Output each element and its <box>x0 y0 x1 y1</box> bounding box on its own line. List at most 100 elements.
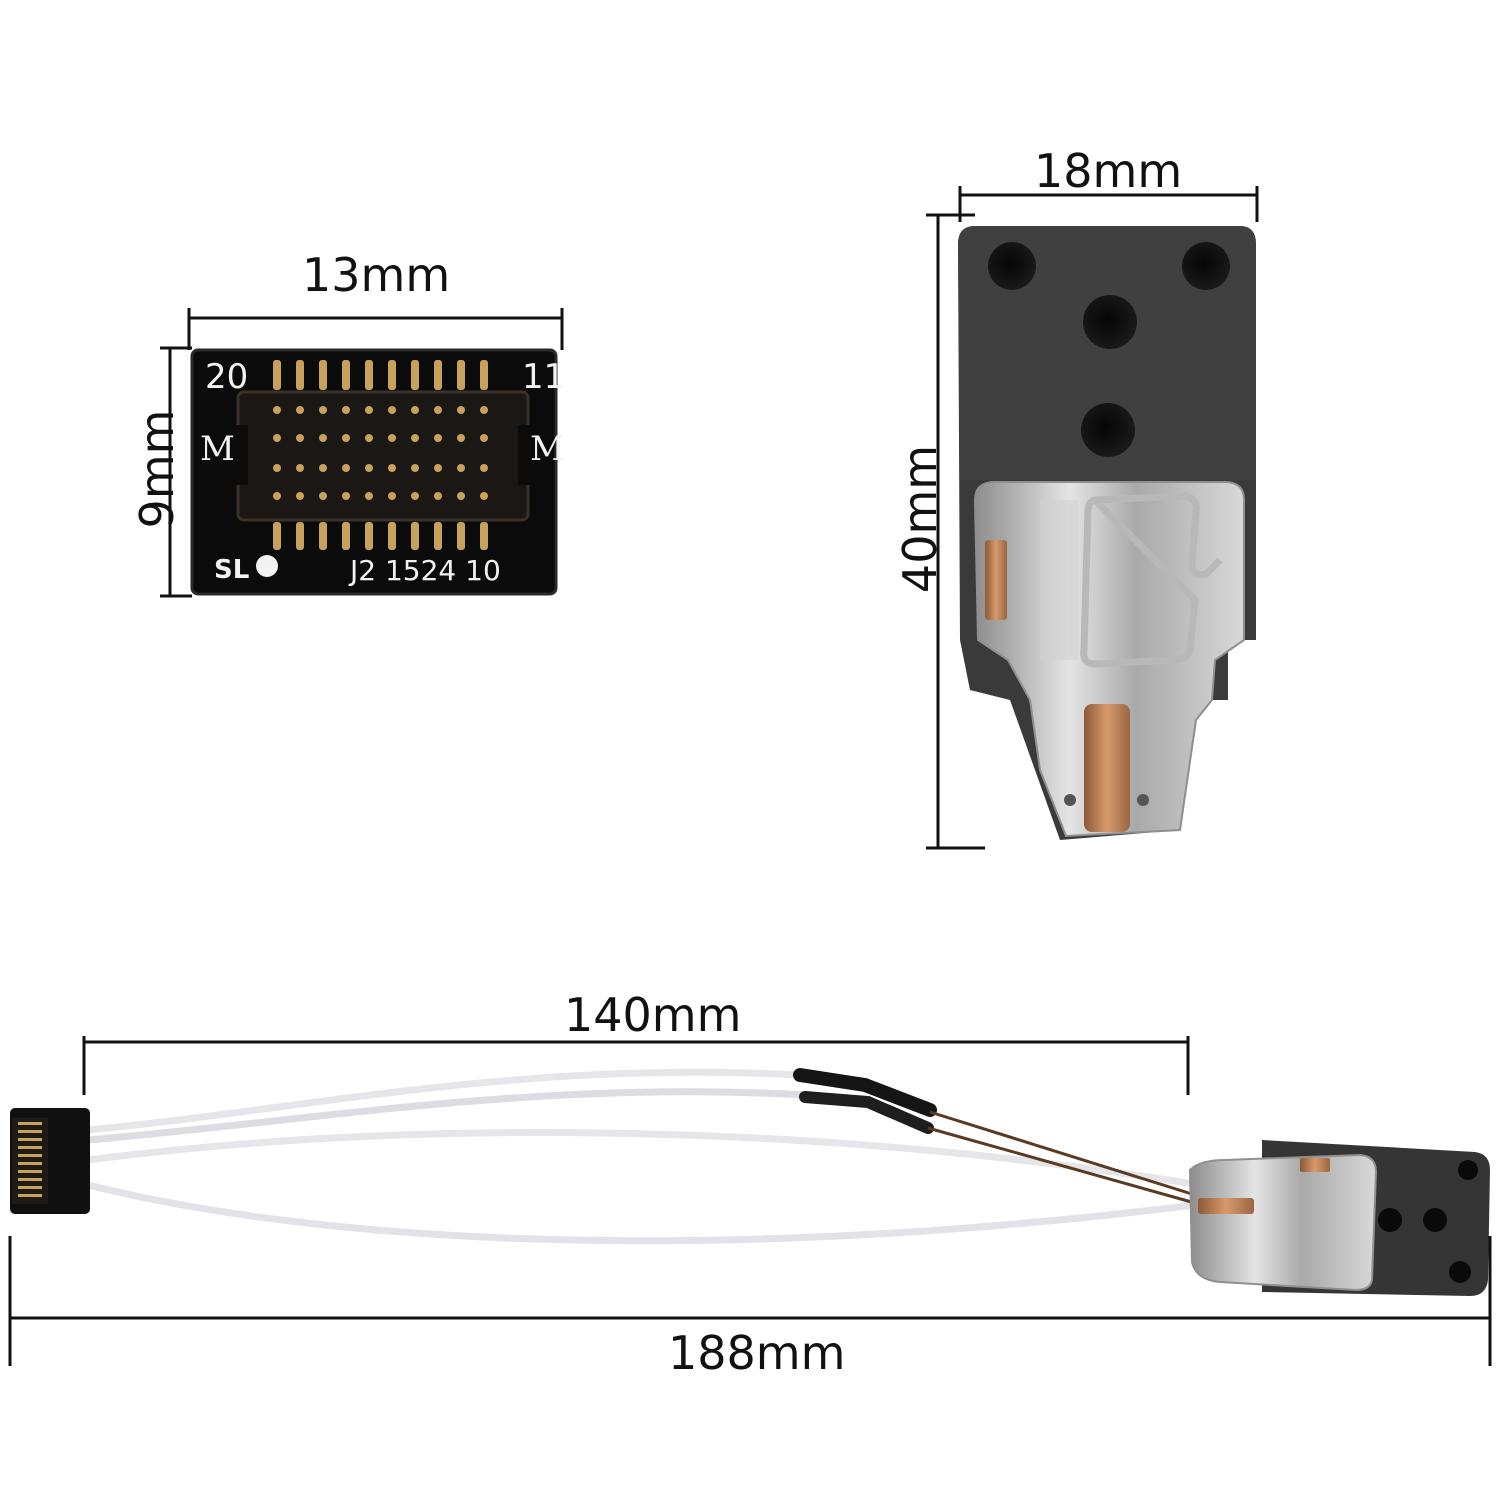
sensor-height-label: 40mm <box>893 444 947 594</box>
pin-leg <box>365 522 373 550</box>
pin-contact <box>388 464 396 472</box>
pin-contact <box>342 406 350 414</box>
pin-contact <box>434 464 442 472</box>
mount-hole <box>1182 242 1230 290</box>
mini-pin <box>18 1146 42 1149</box>
pin-contact <box>411 464 419 472</box>
pin-leg <box>411 360 419 390</box>
pin-leg <box>457 522 465 550</box>
heat-shrink <box>793 1068 937 1117</box>
mini-pin <box>18 1178 42 1181</box>
pin-contact <box>365 492 373 500</box>
pin-contact <box>388 434 396 442</box>
pin-contact <box>319 492 327 500</box>
brown-wire <box>927 1126 1196 1205</box>
pin-leg <box>457 360 465 390</box>
pin-leg <box>480 360 488 390</box>
pcb-mark-left: M <box>200 429 235 469</box>
wire <box>87 1129 1201 1189</box>
pin-contact <box>480 464 488 472</box>
pin-leg <box>434 360 442 390</box>
pin-contact <box>273 492 281 500</box>
pin-leg <box>342 522 350 550</box>
pin-contact <box>365 434 373 442</box>
pin-contact <box>457 492 465 500</box>
pin-contact <box>296 492 304 500</box>
pin-contact <box>296 464 304 472</box>
pcb-mark-right: M <box>530 429 565 469</box>
pcb-height-label: 9mm <box>130 409 184 529</box>
mini-pin <box>18 1154 42 1157</box>
pcb-pin-label-last: 11 <box>522 357 565 397</box>
wire <box>87 1068 801 1134</box>
copper-contact <box>1084 704 1130 832</box>
total-length-label: 188mm <box>668 1326 846 1380</box>
mini-pin <box>18 1162 42 1165</box>
pin-contact <box>457 406 465 414</box>
mount-hole <box>1083 295 1137 349</box>
wire <box>87 1088 806 1144</box>
pin-leg <box>319 360 327 390</box>
pin-contact <box>319 406 327 414</box>
pcb-dot-marker <box>256 555 278 577</box>
pin-contact <box>411 406 419 414</box>
pin-contact <box>365 406 373 414</box>
pin-contact <box>273 406 281 414</box>
pin-contact <box>273 464 281 472</box>
pin-leg <box>388 522 396 550</box>
mini-metal-clip <box>1188 1153 1378 1292</box>
pin-contact <box>388 406 396 414</box>
pin-contact <box>365 464 373 472</box>
pcb-logo-text: SL <box>214 555 249 585</box>
wire <box>87 1181 1196 1245</box>
mini-pin <box>18 1130 42 1133</box>
pin-contact <box>273 434 281 442</box>
mount-hole <box>988 242 1036 290</box>
pin-leg <box>434 522 442 550</box>
pin-contact <box>319 434 327 442</box>
heat-shrink <box>799 1091 934 1134</box>
pcb-width-label: 13mm <box>302 248 451 302</box>
pcb-part-code: J2 1524 10 <box>348 554 501 587</box>
pin-contact <box>434 406 442 414</box>
pin-contact <box>388 492 396 500</box>
pin-contact <box>296 406 304 414</box>
pcb-connector <box>190 348 558 596</box>
pin-contact <box>411 434 419 442</box>
pcb-pin-label-first: 20 <box>205 357 248 397</box>
mini-pin <box>18 1170 42 1173</box>
pin-contact <box>434 492 442 500</box>
mount-hole <box>1081 403 1135 457</box>
pin-leg <box>296 522 304 550</box>
pin-leg <box>319 522 327 550</box>
pin-contact <box>480 406 488 414</box>
copper-contact <box>985 540 1007 620</box>
pin-leg <box>342 360 350 390</box>
pin-leg <box>388 360 396 390</box>
brown-wire <box>929 1110 1196 1197</box>
pin-leg <box>273 360 281 390</box>
sensor-module <box>958 226 1256 840</box>
pin-contact <box>480 434 488 442</box>
mini-pin <box>18 1138 42 1141</box>
dimension-lines <box>8 186 1492 1366</box>
cable-assembly <box>10 1068 1490 1296</box>
mini-pin <box>18 1122 42 1125</box>
pin-contact <box>296 434 304 442</box>
pin-leg <box>273 522 281 550</box>
pin-contact <box>480 492 488 500</box>
pin-contact <box>411 492 419 500</box>
mini-pin <box>18 1186 42 1189</box>
pin-contact <box>457 434 465 442</box>
pin-contact <box>342 492 350 500</box>
cable-span-label: 140mm <box>564 988 742 1042</box>
mini-pin <box>18 1194 42 1197</box>
pin-leg <box>411 522 419 550</box>
sensor-width-label: 18mm <box>1034 144 1183 198</box>
pin-leg <box>365 360 373 390</box>
pin-contact <box>342 434 350 442</box>
pin-leg <box>480 522 488 550</box>
spring-wire <box>1080 492 1223 668</box>
pin-contact <box>457 464 465 472</box>
